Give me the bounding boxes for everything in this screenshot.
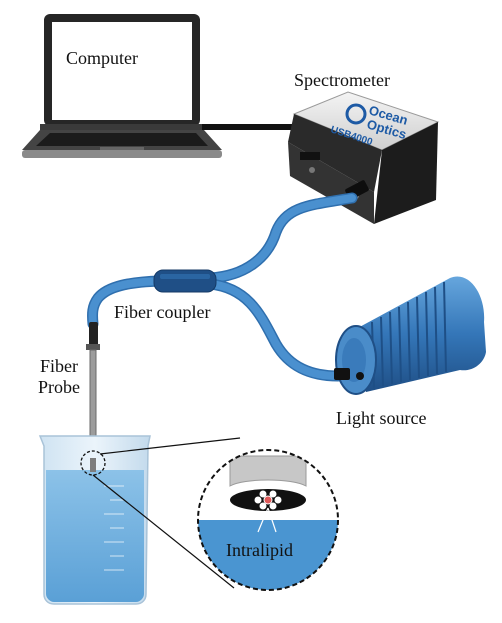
fiber-probe-label-line1: Fiber xyxy=(40,356,78,376)
fiber-to-light-source xyxy=(206,280,342,380)
spectrometer-screw xyxy=(309,167,315,173)
fiber-core xyxy=(269,490,277,498)
light-source-label: Light source xyxy=(336,408,426,428)
probe-tip xyxy=(90,458,96,472)
spectrometer-label: Spectrometer xyxy=(294,70,390,90)
fiber-core xyxy=(269,502,277,510)
spectrometer-front xyxy=(288,114,382,192)
fiber-to-spectrometer xyxy=(206,194,356,282)
laptop-screen xyxy=(52,22,192,120)
light-source: Light source xyxy=(334,276,486,428)
probe-collar xyxy=(86,344,100,350)
beaker-graduations xyxy=(104,485,124,571)
spectrometer: Spectrometer Ocean Optics USB4000 xyxy=(288,70,440,224)
light-path xyxy=(267,507,277,533)
fiber-core xyxy=(259,502,267,510)
fiber-bundle xyxy=(254,490,282,510)
probe-handle xyxy=(89,322,98,348)
ocean-optics-logo-icon xyxy=(345,103,367,125)
spectrometer-side xyxy=(374,122,438,224)
beaker xyxy=(38,435,151,605)
fiber-coupler-label: Fiber coupler xyxy=(114,302,210,322)
fiber-core xyxy=(254,496,262,504)
spectrometer-lower-front xyxy=(288,142,374,224)
zoom-circle-border xyxy=(197,449,339,591)
fiber-to-light-source-outline xyxy=(204,278,344,382)
zoom-liquid xyxy=(198,520,338,590)
zoom-leader-line xyxy=(92,474,235,589)
computer-label: Computer xyxy=(66,48,138,68)
fiber-probe-label-line2: Probe xyxy=(38,377,80,397)
intralipid-label: Intralipid xyxy=(226,540,293,560)
fiber-cables xyxy=(87,192,358,382)
light-path xyxy=(257,507,269,533)
fiber-core xyxy=(259,490,267,498)
usb-port xyxy=(300,152,320,160)
laptop-keyboard xyxy=(36,133,208,146)
fiber-core-center xyxy=(263,495,273,505)
laptop: Computer xyxy=(22,14,222,158)
fiber-coupler xyxy=(153,269,217,293)
laptop-front-edge xyxy=(22,150,222,158)
light-source-body xyxy=(354,276,486,392)
fiber-core xyxy=(274,496,282,504)
beaker-liquid xyxy=(46,470,144,602)
laptop-hinge xyxy=(40,124,204,130)
zoom-inset: Intralipid xyxy=(92,437,339,591)
fiber-to-probe xyxy=(88,277,164,328)
light-source-knob xyxy=(356,372,364,380)
fiber-to-spectrometer-outline xyxy=(204,192,358,284)
fiber-coupler-highlight xyxy=(160,274,210,279)
probe-tip-highlight xyxy=(80,450,106,476)
zoom-leader-line xyxy=(99,437,241,455)
zoom-probe-body xyxy=(229,455,307,487)
laptop-touchpad xyxy=(100,147,144,150)
light-source-connector xyxy=(334,368,350,380)
